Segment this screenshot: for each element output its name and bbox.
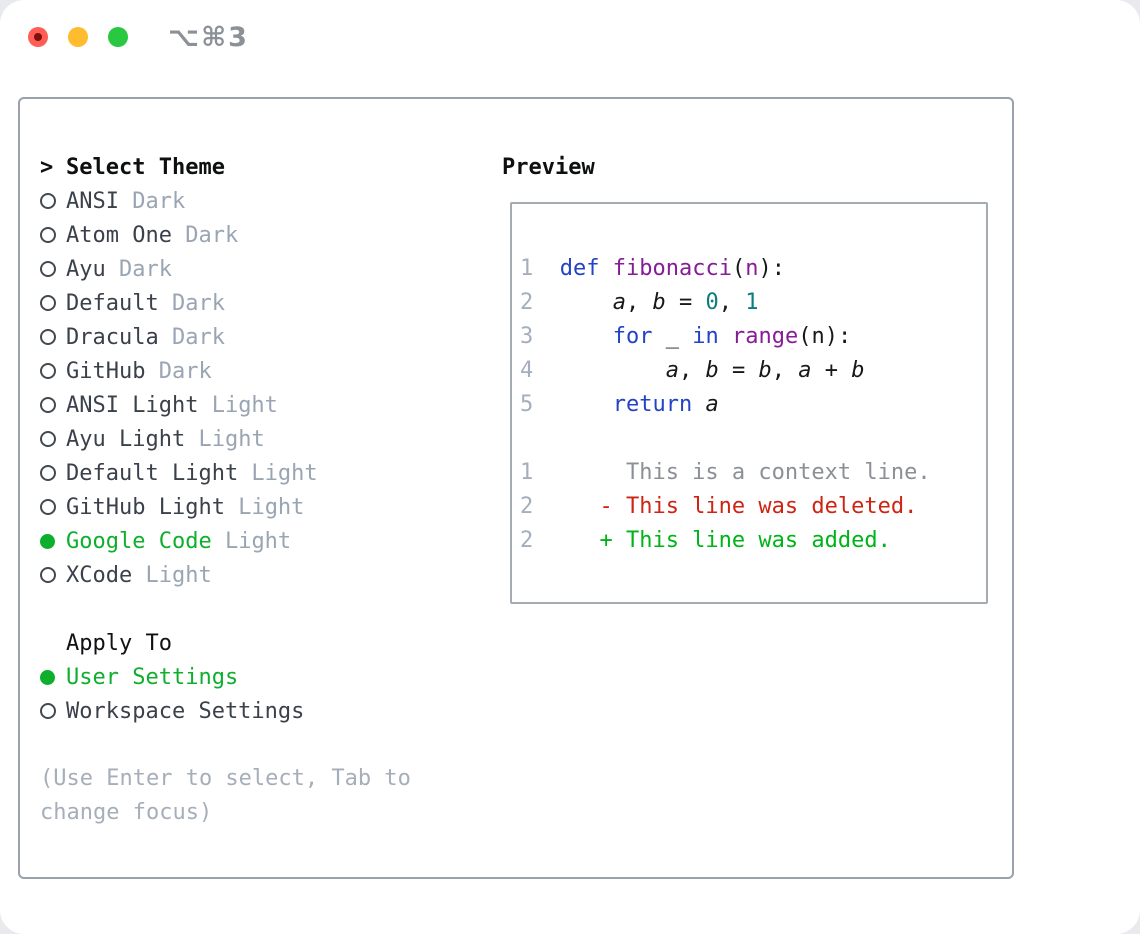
theme-option-google-code[interactable]: Google Code Light xyxy=(40,524,480,558)
theme-name: Google Code xyxy=(66,528,212,554)
close-button-icon[interactable] xyxy=(28,27,48,47)
theme-option-ayu-light[interactable]: Ayu Light Light xyxy=(40,422,480,456)
focus-caret-icon: > xyxy=(40,154,54,180)
theme-variant-badge: Dark xyxy=(145,358,212,384)
theme-variant-badge: Light xyxy=(132,562,212,588)
code-line: 5 return a xyxy=(520,388,986,422)
theme-name: GitHub xyxy=(66,358,146,384)
theme-option-default-light[interactable]: Default Light Light xyxy=(40,456,480,490)
code-line: 4 a, b = b, a + b xyxy=(520,354,986,388)
code-line: 2 a, b = 0, 1 xyxy=(520,286,986,320)
line-number: 5 xyxy=(520,392,534,417)
theme-option-github-light[interactable]: GitHub Light Light xyxy=(40,490,480,524)
radio-icon xyxy=(40,193,56,209)
select-theme-header-row: > Select Theme xyxy=(40,150,480,184)
theme-name: ANSI Light xyxy=(66,392,199,418)
theme-variant-badge: Light xyxy=(211,528,292,554)
radio-icon xyxy=(40,261,56,277)
line-number: 2 xyxy=(520,528,534,553)
line-number: 2 xyxy=(520,494,534,519)
theme-variant-badge: Light xyxy=(224,494,305,520)
radio-icon xyxy=(40,363,56,379)
select-theme-title: Select Theme xyxy=(66,154,225,180)
theme-name: ANSI xyxy=(66,188,119,214)
traffic-lights xyxy=(28,27,128,47)
close-dot-icon xyxy=(34,33,42,41)
radio-icon xyxy=(40,295,56,311)
theme-option-ayu[interactable]: Ayu Dark xyxy=(40,252,480,286)
diff-line: 2 + This line was added. xyxy=(520,524,986,558)
window-shortcut-label: ⌥⌘3 xyxy=(168,22,249,53)
theme-name: GitHub Light xyxy=(66,494,225,520)
apply-option-label: Workspace Settings xyxy=(66,698,305,724)
diff-line: 2 - This line was deleted. xyxy=(520,490,986,524)
theme-name: Atom One xyxy=(66,222,172,248)
radio-icon xyxy=(40,397,56,413)
theme-name: Default Light xyxy=(66,460,239,486)
line-number: 1 xyxy=(520,256,534,281)
theme-variant-badge: Light xyxy=(185,426,265,452)
theme-variant-badge: Dark xyxy=(158,324,225,350)
theme-option-xcode[interactable]: XCode Light xyxy=(40,558,480,592)
radio-icon xyxy=(40,567,56,583)
line-number: 4 xyxy=(520,358,534,383)
theme-name: Ayu Light xyxy=(66,426,186,452)
keyboard-hint-text: (Use Enter to select, Tab to change focu… xyxy=(40,766,411,825)
spacer xyxy=(40,728,480,762)
apply-option-user-settings[interactable]: User Settings xyxy=(40,660,480,694)
minimize-button-icon[interactable] xyxy=(68,27,88,47)
theme-variant-badge: Light xyxy=(198,392,278,418)
radio-icon xyxy=(40,329,56,345)
theme-option-atom-one[interactable]: Atom One Dark xyxy=(40,218,480,252)
line-number: 2 xyxy=(520,290,534,315)
radio-icon xyxy=(40,703,56,719)
theme-option-github[interactable]: GitHub Dark xyxy=(40,354,480,388)
line-number: 3 xyxy=(520,324,534,349)
blank-line xyxy=(520,422,986,456)
theme-variant-badge: Dark xyxy=(105,256,172,282)
radio-selected-icon xyxy=(40,669,55,685)
theme-option-default[interactable]: Default Dark xyxy=(40,286,480,320)
radio-icon xyxy=(40,465,56,481)
line-number: 1 xyxy=(520,460,534,485)
radio-icon xyxy=(40,499,56,515)
theme-variant-badge: Dark xyxy=(118,188,186,214)
spacer xyxy=(40,592,480,626)
code-line: 3 for _ in range(n): xyxy=(520,320,986,354)
apply-to-title: Apply To xyxy=(66,630,172,656)
theme-name: Default xyxy=(66,290,159,316)
zoom-button-icon[interactable] xyxy=(108,27,128,47)
diff-line: 1 This is a context line. xyxy=(520,456,986,490)
theme-name: Ayu xyxy=(66,256,106,282)
theme-name: XCode xyxy=(66,562,133,588)
theme-variant-badge: Light xyxy=(238,460,318,486)
theme-variant-badge: Dark xyxy=(158,290,225,316)
titlebar: ⌥⌘3 xyxy=(0,0,1140,76)
radio-selected-icon xyxy=(40,533,55,549)
apply-to-header-row: Apply To xyxy=(40,626,480,660)
theme-name: Dracula xyxy=(66,324,159,350)
theme-option-dracula[interactable]: Dracula Dark xyxy=(40,320,480,354)
apply-option-workspace-settings[interactable]: Workspace Settings xyxy=(40,694,480,728)
radio-icon xyxy=(40,431,56,447)
preview-title: Preview xyxy=(502,154,595,180)
radio-icon xyxy=(40,227,56,243)
theme-option-ansi[interactable]: ANSI Dark xyxy=(40,184,480,218)
theme-variant-badge: Dark xyxy=(171,222,239,248)
apply-option-label: User Settings xyxy=(66,664,239,690)
theme-option-ansi-light[interactable]: ANSI Light Light xyxy=(40,388,480,422)
